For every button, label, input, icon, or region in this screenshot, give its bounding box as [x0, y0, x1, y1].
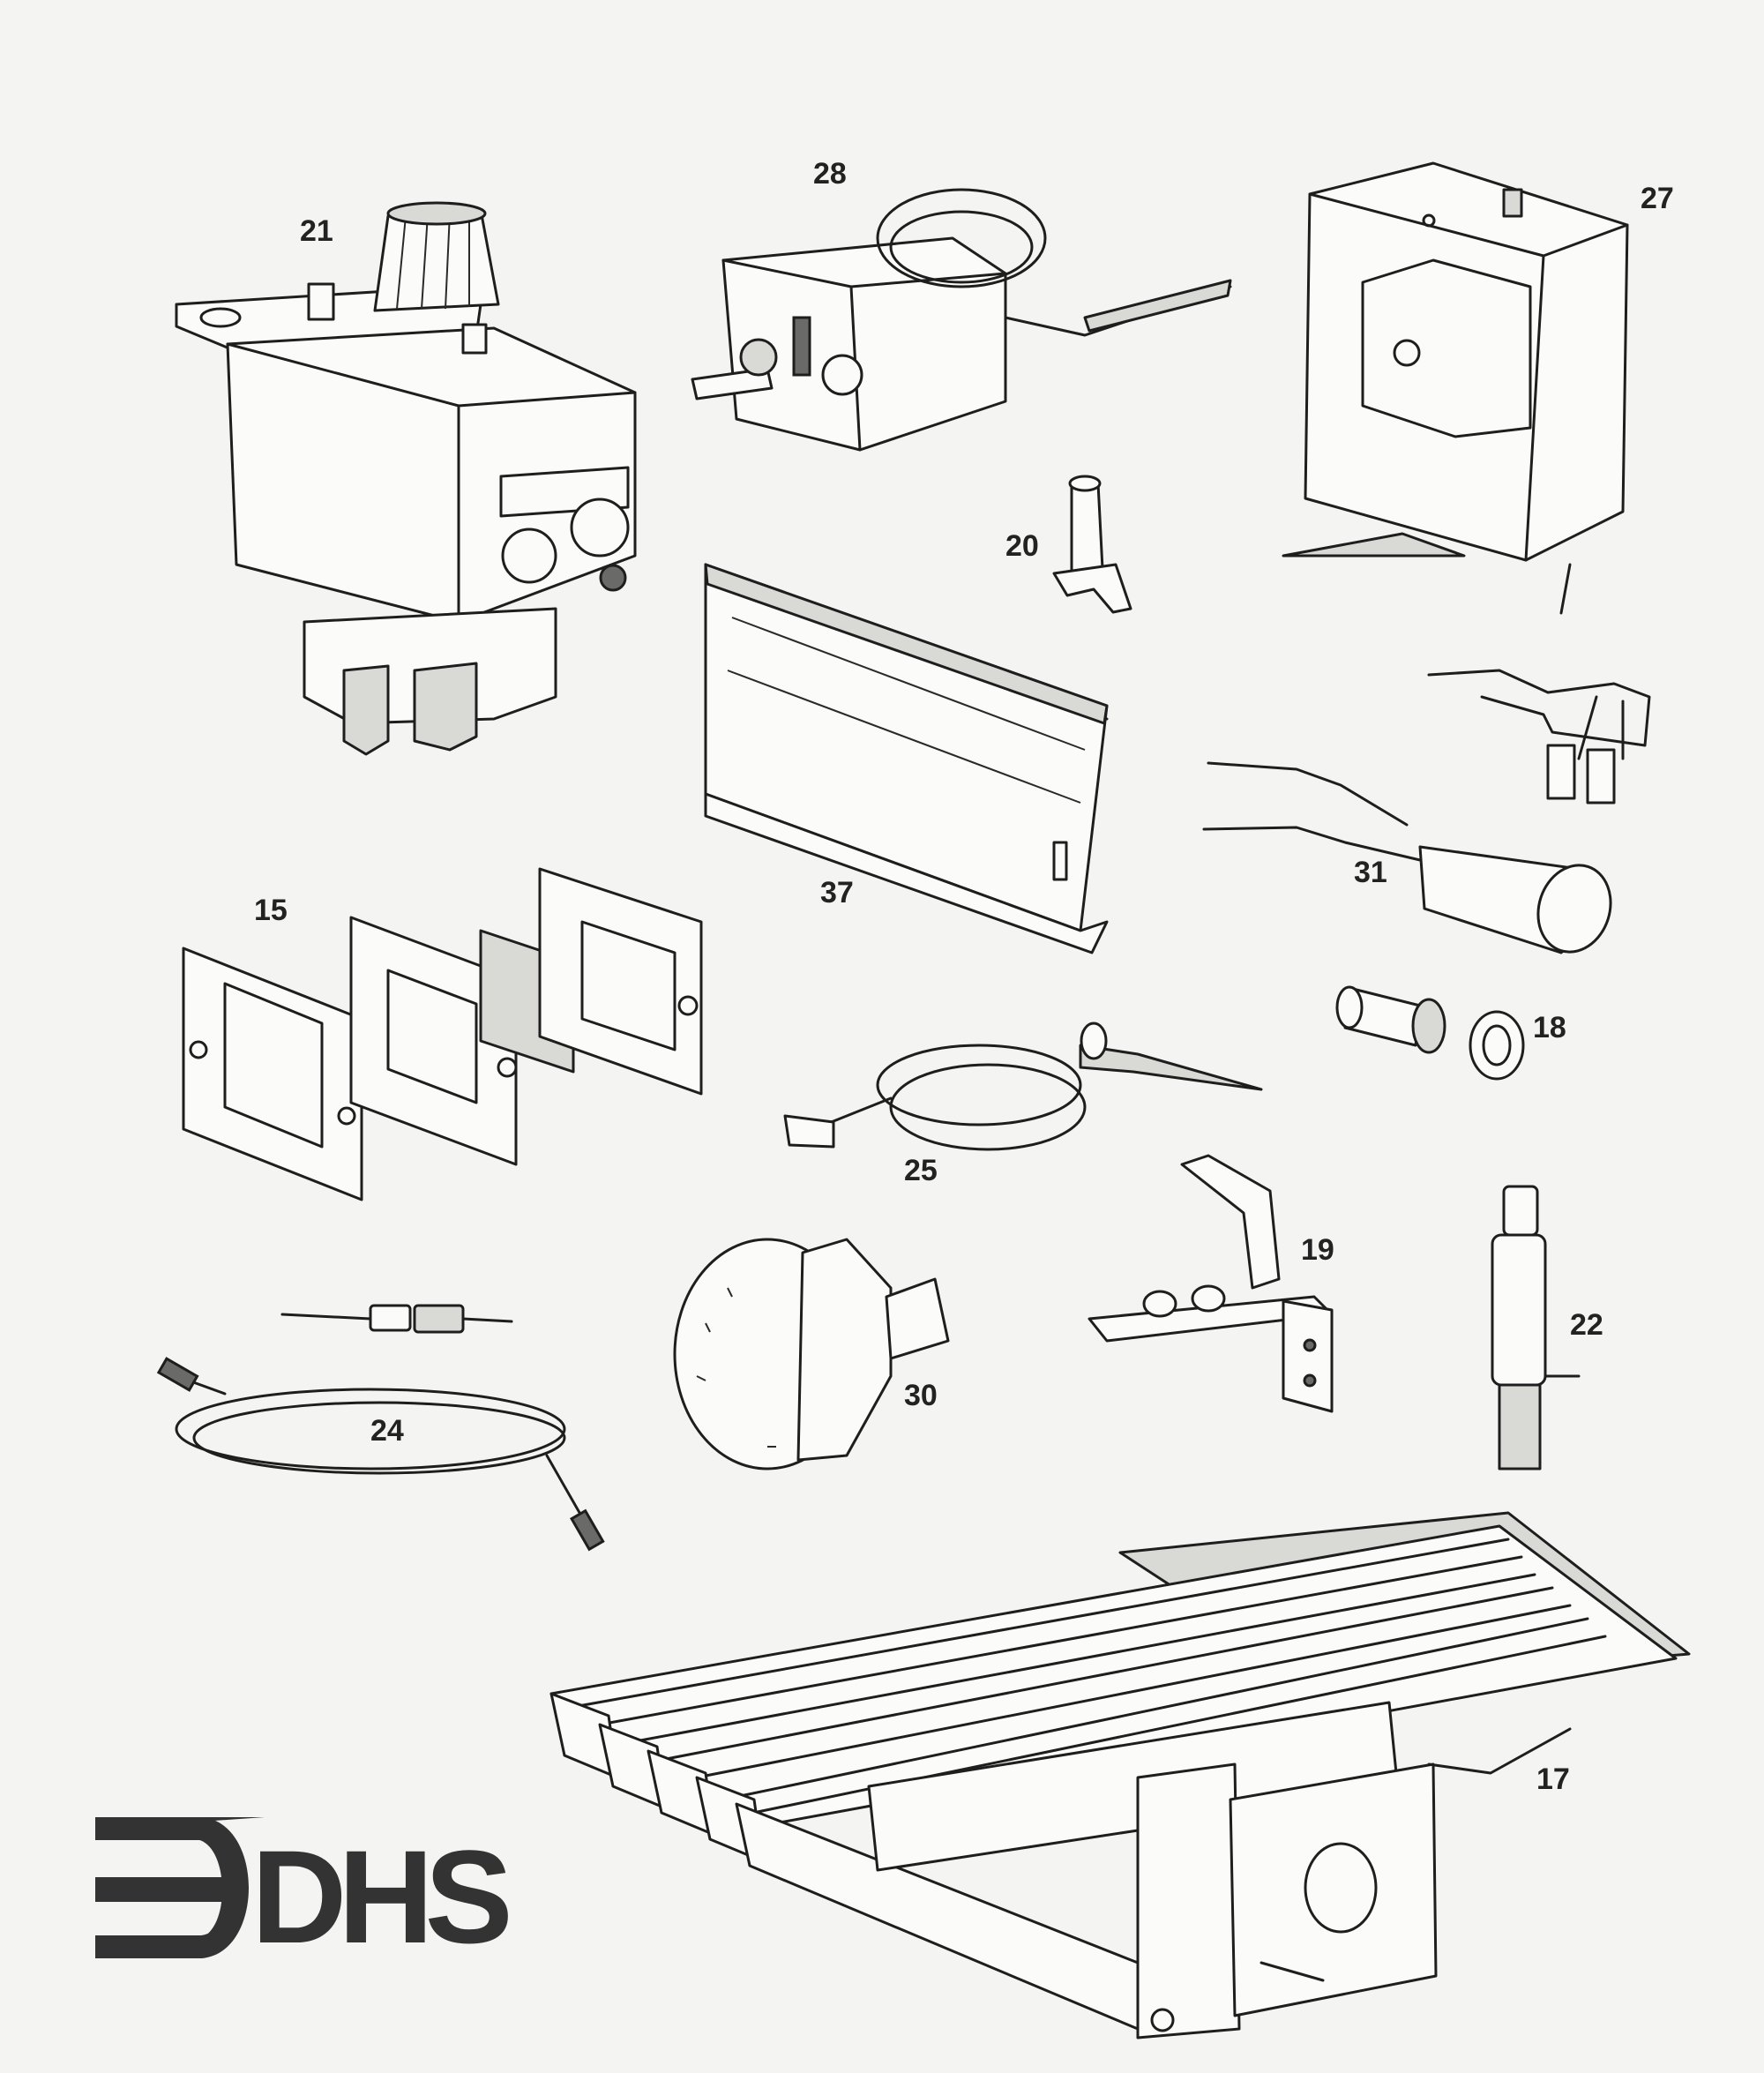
burner-assembly-drawing — [549, 1511, 1691, 2039]
pilot-hood-drawing — [1052, 475, 1132, 614]
pilot-bracket-drawing — [1088, 1154, 1334, 1413]
callout-18: 18 — [1533, 1011, 1566, 1044]
callout-30: 30 — [904, 1379, 938, 1412]
callout-20: 20 — [1005, 529, 1039, 563]
callout-19: 19 — [1301, 1233, 1334, 1267]
piezo-igniter-drawing — [1491, 1185, 1581, 1471]
callout-25: 25 — [904, 1154, 938, 1187]
callout-15: 15 — [254, 894, 288, 927]
control-box-drawing — [1282, 161, 1629, 615]
callout-37: 37 — [820, 876, 854, 909]
dhs-logo-mark — [95, 1817, 265, 1958]
callout-24: 24 — [370, 1414, 404, 1448]
gas-valve-drawing — [175, 201, 637, 756]
callout-21: 21 — [300, 214, 333, 248]
callout-27: 27 — [1641, 182, 1674, 215]
callout-31: 31 — [1354, 856, 1387, 889]
thermostat-control-drawing — [691, 188, 1232, 452]
ignition-lead-drawing — [156, 1304, 605, 1552]
callout-22: 22 — [1570, 1308, 1603, 1342]
window-gasket-set-drawing — [182, 867, 703, 1201]
dhs-logo-text: DHS — [251, 1822, 513, 1971]
thermocouple-drawing — [783, 1022, 1263, 1151]
callout-17: 17 — [1536, 1762, 1570, 1796]
callout-28: 28 — [813, 157, 847, 191]
injector-and-washer-drawing — [1335, 985, 1525, 1081]
radiant-panel-drawing — [704, 563, 1109, 954]
capacitor-drawing — [1202, 669, 1651, 954]
control-knob-drawing — [673, 1238, 950, 1471]
